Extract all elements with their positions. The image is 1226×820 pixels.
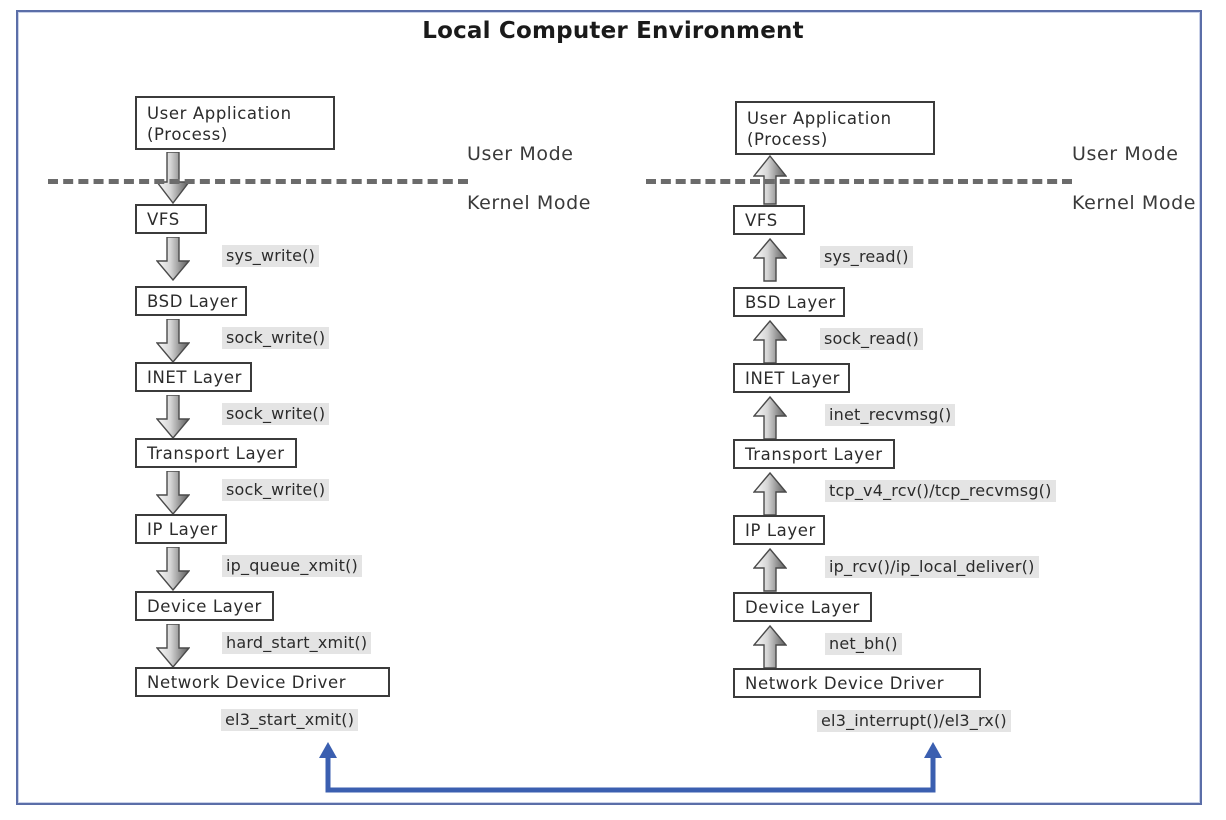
network-loopback-connector xyxy=(310,740,955,802)
receive-box-user-application-line1: User Application xyxy=(747,108,892,128)
send-box-transport-layer-label: Transport Layer xyxy=(147,443,285,463)
receive-arrow-driver-to-device xyxy=(753,625,787,669)
receive-arrow-device-to-ip xyxy=(753,548,787,592)
send-box-network-device-driver: Network Device Driver xyxy=(135,667,390,697)
receive-call-tcp-v4-rcv: tcp_v4_rcv()/tcp_recvmsg() xyxy=(825,480,1056,502)
receive-box-transport-layer-label: Transport Layer xyxy=(745,444,883,464)
send-box-bsd-layer: BSD Layer xyxy=(135,286,247,316)
send-box-ip-layer: IP Layer xyxy=(135,514,227,544)
send-call-sock-write-3: sock_write() xyxy=(222,479,330,501)
send-call-ip-queue-xmit: ip_queue_xmit() xyxy=(222,555,362,577)
send-call-sys-write: sys_write() xyxy=(222,245,320,267)
receive-box-transport-layer: Transport Layer xyxy=(733,439,895,469)
send-box-device-layer: Device Layer xyxy=(135,591,274,621)
receive-box-vfs-label: VFS xyxy=(745,210,778,230)
send-arrow-device-to-driver xyxy=(156,624,190,668)
send-box-inet-layer: INET Layer xyxy=(135,362,252,392)
receive-arrow-bsd-to-vfs xyxy=(753,238,787,282)
send-arrow-vfs-to-bsd xyxy=(156,237,190,281)
user-mode-label-left: User Mode xyxy=(467,143,574,165)
send-call-hard-start-xmit: hard_start_xmit() xyxy=(222,632,372,654)
send-box-ip-layer-label: IP Layer xyxy=(147,519,218,539)
receive-box-bsd-layer-label: BSD Layer xyxy=(745,292,836,312)
receive-box-inet-layer: INET Layer xyxy=(733,363,850,393)
receive-box-bsd-layer: BSD Layer xyxy=(733,287,845,317)
send-arrow-user-to-vfs xyxy=(156,152,190,204)
receive-call-el3-interrupt: el3_interrupt()/el3_rx() xyxy=(817,710,1011,732)
receive-box-user-application: User Application (Process) xyxy=(735,101,935,155)
receive-box-device-layer-label: Device Layer xyxy=(745,597,860,617)
receive-arrow-transport-to-inet xyxy=(753,396,787,440)
send-arrow-inet-to-transport xyxy=(156,395,190,439)
kernel-mode-label-left: Kernel Mode xyxy=(467,192,592,214)
send-arrow-bsd-to-inet xyxy=(156,319,190,363)
user-mode-label-right: User Mode xyxy=(1072,143,1179,165)
send-call-sock-write-2: sock_write() xyxy=(222,403,330,425)
receive-call-ip-rcv: ip_rcv()/ip_local_deliver() xyxy=(825,556,1039,578)
receive-box-network-device-driver-label: Network Device Driver xyxy=(745,673,945,693)
receive-call-sock-read: sock_read() xyxy=(820,328,923,350)
receive-box-ip-layer: IP Layer xyxy=(733,515,825,545)
receive-box-ip-layer-label: IP Layer xyxy=(745,520,816,540)
page-title: Local Computer Environment xyxy=(422,18,804,44)
mode-separator-left xyxy=(48,179,468,184)
send-box-user-application-line2: (Process) xyxy=(147,125,228,144)
receive-box-user-application-line2: (Process) xyxy=(747,130,828,149)
mode-separator-right xyxy=(646,179,1072,184)
receive-call-inet-recvmsg: inet_recvmsg() xyxy=(825,404,956,426)
receive-box-device-layer: Device Layer xyxy=(733,592,872,622)
send-box-user-application: User Application (Process) xyxy=(135,96,335,150)
receive-call-net-bh: net_bh() xyxy=(825,633,902,655)
send-box-vfs: VFS xyxy=(135,204,207,234)
kernel-mode-label-right: Kernel Mode xyxy=(1072,192,1197,214)
send-box-bsd-layer-label: BSD Layer xyxy=(147,291,238,311)
receive-call-sys-read: sys_read() xyxy=(820,246,913,268)
send-box-device-layer-label: Device Layer xyxy=(147,596,262,616)
send-call-sock-write-1: sock_write() xyxy=(222,327,330,349)
receive-box-vfs: VFS xyxy=(733,205,805,235)
send-box-user-application-line1: User Application xyxy=(147,103,292,123)
send-box-network-device-driver-label: Network Device Driver xyxy=(147,672,347,692)
send-arrow-ip-to-device xyxy=(156,547,190,591)
send-box-vfs-label: VFS xyxy=(147,209,180,229)
receive-box-inet-layer-label: INET Layer xyxy=(745,368,840,388)
send-box-inet-layer-label: INET Layer xyxy=(147,367,242,387)
receive-arrow-inet-to-bsd xyxy=(753,320,787,364)
send-call-el3-start-xmit: el3_start_xmit() xyxy=(221,709,359,731)
send-box-transport-layer: Transport Layer xyxy=(135,438,297,468)
receive-box-network-device-driver: Network Device Driver xyxy=(733,668,981,698)
receive-arrow-ip-to-transport xyxy=(753,472,787,516)
send-arrow-transport-to-ip xyxy=(156,471,190,515)
